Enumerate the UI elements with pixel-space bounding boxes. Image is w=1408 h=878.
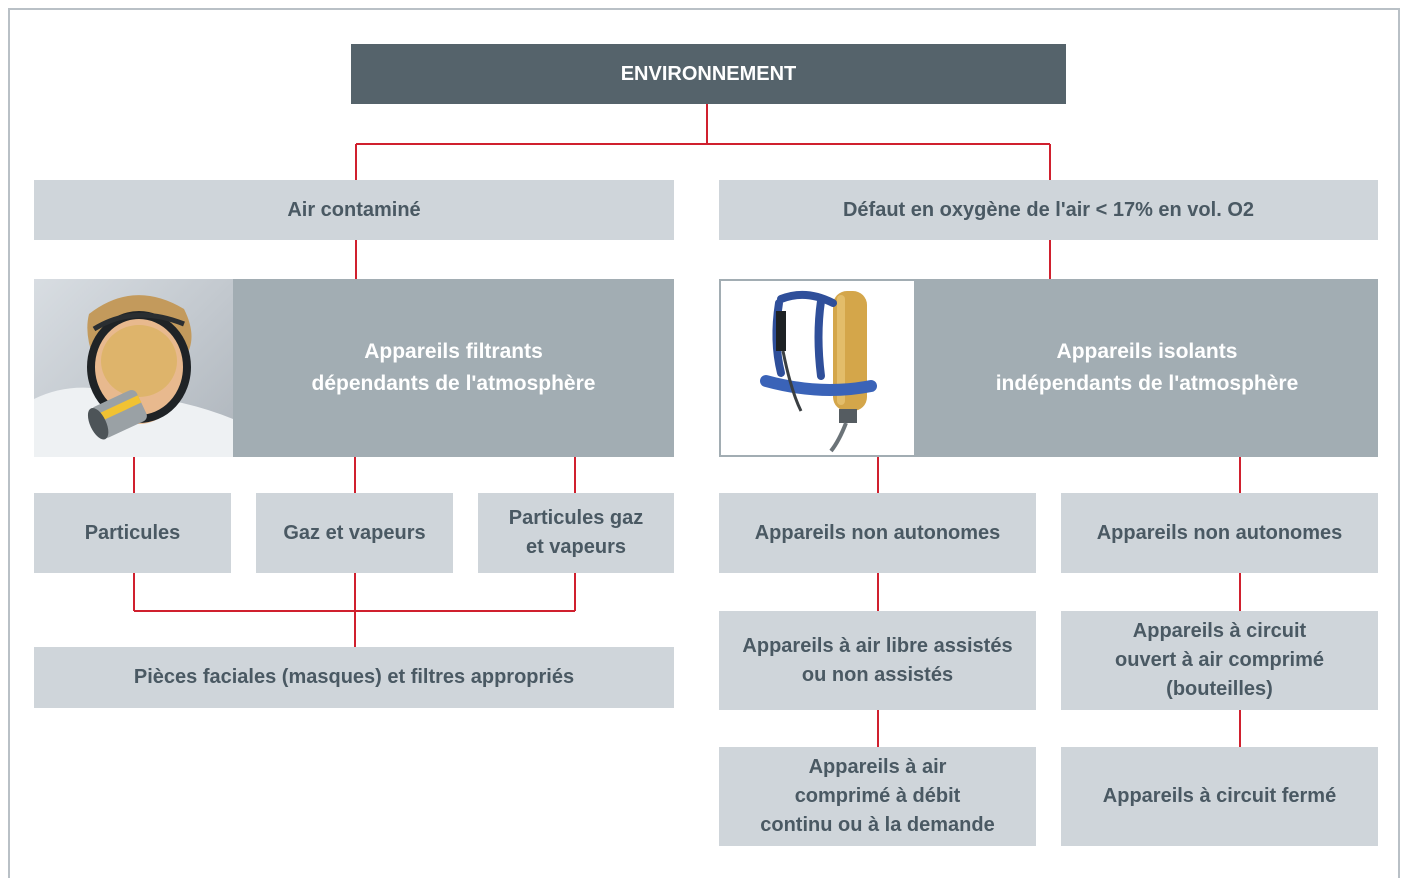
diagram-frame: [8, 8, 1400, 878]
step-line2: ouvert à air comprimé: [1115, 649, 1324, 671]
hazard-particles: Particules: [34, 493, 231, 573]
step-line2: comprimé à débit: [794, 785, 961, 807]
result-label: Pièces faciales (masques) et filtres app…: [133, 666, 575, 688]
step-line2: ou non assistés: [801, 663, 954, 686]
step-line3: (bouteilles): [1166, 678, 1273, 700]
condition-oxygen-deficiency: Défaut en oxygène de l'air < 17% en vol.…: [719, 180, 1378, 240]
category-non-autonomous-2: Appareils non autonomes: [1061, 493, 1378, 573]
device-type-filtering: Appareils filtrants dépendants de l'atmo…: [233, 279, 674, 457]
device-type-line2: dépendants de l'atmosphère: [311, 372, 596, 395]
breathing-apparatus-photo: [719, 279, 916, 457]
hazard-particles-gas-vapours: Particules gaz et vapeurs: [478, 493, 674, 573]
open-circuit-apparatus: Appareils à circuit ouvert à air comprim…: [1061, 611, 1378, 710]
hazard-gas-vapours: Gaz et vapeurs: [256, 493, 453, 573]
root-node: ENVIRONNEMENT: [351, 44, 1066, 104]
device-type-line2: indépendants de l'atmosphère: [995, 372, 1299, 395]
step-line3: continu ou à la demande: [760, 814, 995, 836]
gas-mask-photo: [34, 279, 233, 457]
closed-circuit-apparatus: Appareils à circuit fermé: [1061, 747, 1378, 846]
hazard-line1: Particules: [84, 521, 181, 544]
result-masks-filters: Pièces faciales (masques) et filtres app…: [34, 647, 674, 708]
category-non-autonomous-1: Appareils non autonomes: [719, 493, 1036, 573]
condition-contaminated-air: Air contaminé: [34, 180, 674, 240]
hazard-line1: Gaz et vapeurs: [283, 521, 426, 544]
category-label: Appareils non autonomes: [1096, 521, 1343, 544]
step-label: Appareils à circuit fermé: [1102, 785, 1337, 807]
compressed-air-flow-apparatus: Appareils à air comprimé à débit continu…: [719, 747, 1036, 846]
step-line1: Appareils à circuit: [1132, 620, 1307, 642]
condition-label: Air contaminé: [287, 198, 421, 221]
step-line1: Appareils à air libre assistés: [742, 634, 1013, 657]
device-type-isolating: Appareils isolants indépendants de l'atm…: [916, 279, 1378, 457]
hazard-line2: et vapeurs: [525, 536, 627, 558]
hazard-line1: Particules gaz: [508, 507, 644, 529]
step-line1: Appareils à air: [808, 756, 947, 778]
root-label: ENVIRONNEMENT: [620, 62, 797, 85]
device-type-line1: Appareils filtrants: [364, 340, 543, 363]
condition-label: Défaut en oxygène de l'air < 17% en vol.…: [842, 198, 1254, 221]
device-type-line1: Appareils isolants: [1056, 340, 1238, 363]
category-label: Appareils non autonomes: [754, 521, 1001, 544]
free-air-apparatus: Appareils à air libre assistés ou non as…: [719, 611, 1036, 710]
